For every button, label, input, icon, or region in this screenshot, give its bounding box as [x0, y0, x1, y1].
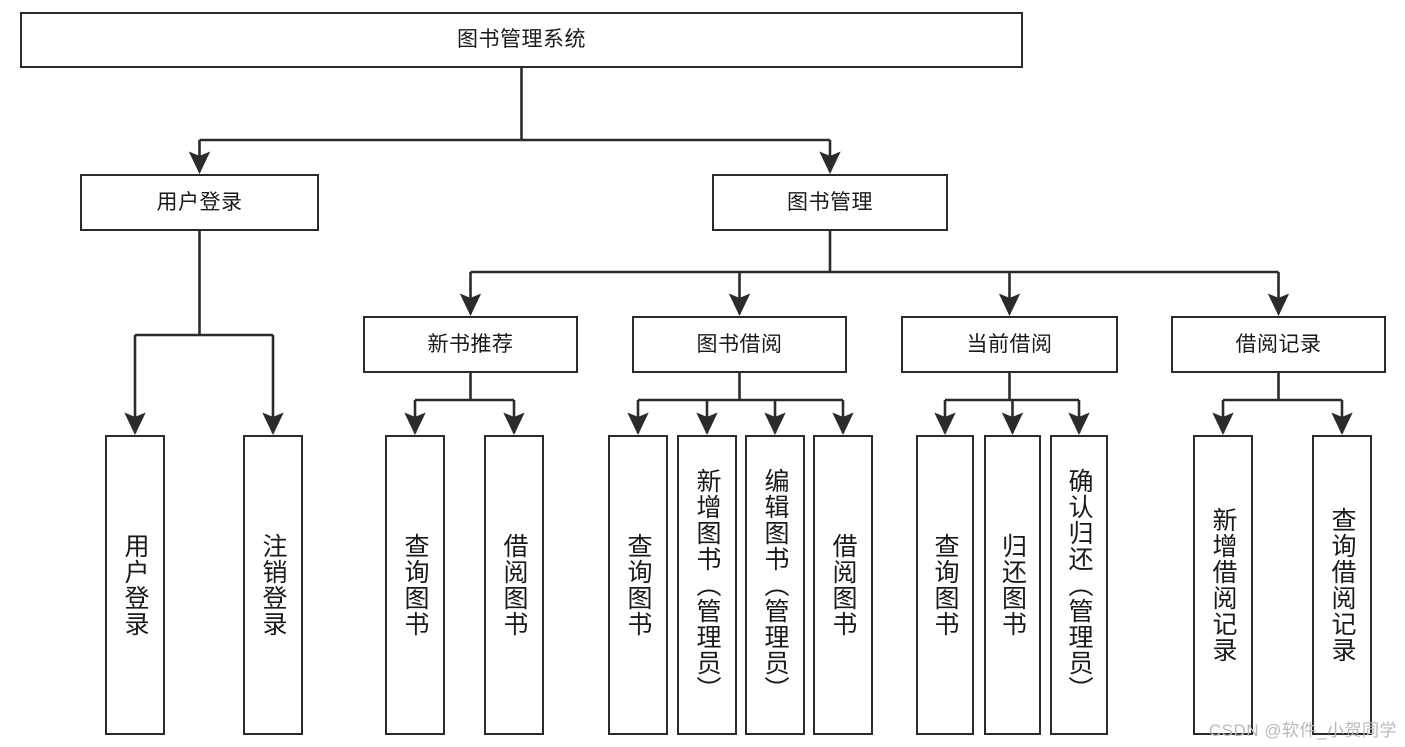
node-leaf-user-login[interactable]: 用户登录: [105, 435, 165, 735]
node-book-manage[interactable]: 图书管理: [712, 174, 948, 231]
node-leaf-borrow-book-1[interactable]: 借阅图书: [484, 435, 544, 735]
node-leaf-query-book-2[interactable]: 查询图书: [608, 435, 668, 735]
node-label-leaf-user-login: 用户登录: [121, 533, 149, 637]
node-label-leaf-add-book: 新增图书（管理员）: [693, 468, 721, 702]
node-leaf-user-logout[interactable]: 注销登录: [243, 435, 303, 735]
node-new-book-rec[interactable]: 新书推荐: [363, 316, 578, 373]
node-leaf-query-book-3[interactable]: 查询图书: [916, 435, 974, 735]
node-leaf-add-book[interactable]: 新增图书（管理员）: [677, 435, 737, 735]
node-label-borrow-record: 借阅记录: [1235, 332, 1322, 356]
node-borrow-record[interactable]: 借阅记录: [1171, 316, 1386, 373]
node-leaf-edit-book[interactable]: 编辑图书（管理员）: [745, 435, 805, 735]
node-label-book-manage: 图书管理: [787, 190, 873, 214]
node-label-leaf-borrow-book-2: 借阅图书: [829, 533, 857, 637]
csdn-watermark: CSDN @软件_小贺同学: [1208, 721, 1397, 740]
node-label-leaf-query-book-1: 查询图书: [401, 533, 429, 637]
node-label-leaf-confirm-return: 确认归还（管理员）: [1065, 468, 1093, 702]
node-label-leaf-return-book: 归还图书: [998, 533, 1027, 637]
node-label-leaf-add-record: 新增借阅记录: [1209, 507, 1237, 663]
node-label-leaf-query-book-2: 查询图书: [624, 533, 652, 637]
node-leaf-return-book[interactable]: 归还图书: [984, 435, 1041, 735]
node-root[interactable]: 图书管理系统: [20, 12, 1023, 68]
node-label-leaf-query-book-3: 查询图书: [931, 533, 959, 637]
node-label-leaf-query-record: 查询借阅记录: [1328, 507, 1356, 663]
node-leaf-add-record[interactable]: 新增借阅记录: [1193, 435, 1253, 735]
node-label-leaf-user-logout: 注销登录: [259, 533, 287, 637]
node-label-root: 图书管理系统: [457, 28, 586, 52]
node-book-borrow[interactable]: 图书借阅: [632, 316, 847, 373]
node-current-borrow[interactable]: 当前借阅: [901, 316, 1118, 373]
node-label-user-login: 用户登录: [156, 190, 243, 214]
node-label-leaf-edit-book: 编辑图书（管理员）: [761, 468, 789, 702]
node-leaf-confirm-return[interactable]: 确认归还（管理员）: [1050, 435, 1108, 735]
node-label-book-borrow: 图书借阅: [696, 332, 783, 356]
node-user-login[interactable]: 用户登录: [80, 174, 319, 231]
node-leaf-query-record[interactable]: 查询借阅记录: [1312, 435, 1372, 735]
node-leaf-query-book-1[interactable]: 查询图书: [385, 435, 445, 735]
node-label-leaf-borrow-book-1: 借阅图书: [500, 533, 528, 637]
node-leaf-borrow-book-2[interactable]: 借阅图书: [813, 435, 873, 735]
node-label-current-borrow: 当前借阅: [966, 332, 1053, 356]
node-label-new-book-rec: 新书推荐: [427, 332, 514, 356]
